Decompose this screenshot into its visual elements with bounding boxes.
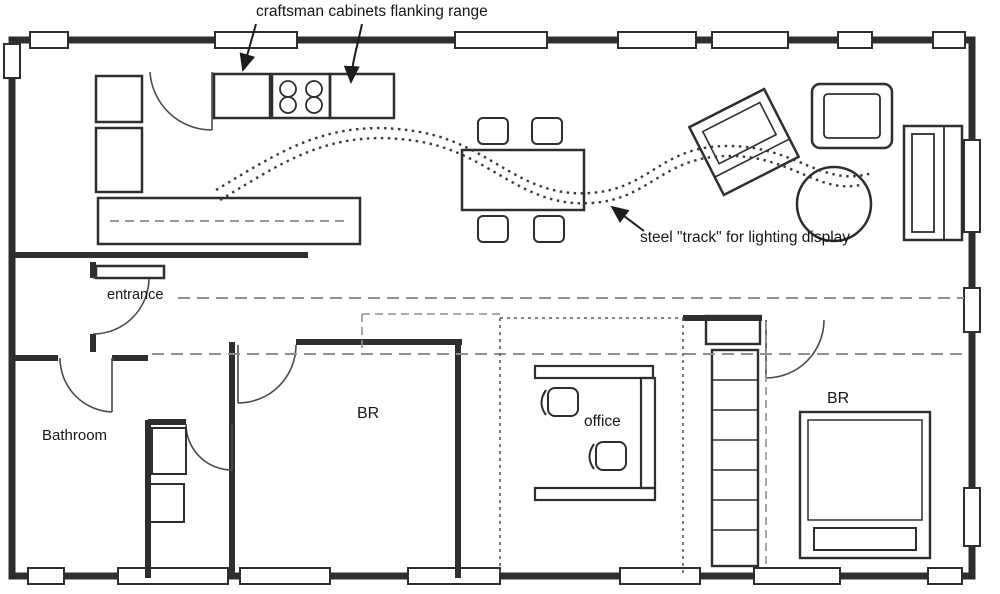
office-dotted-boundary <box>499 317 684 576</box>
track-annotation-label: steel "track" for lighting display <box>640 229 851 246</box>
track-arrow <box>610 205 645 232</box>
dining-table <box>460 148 586 212</box>
interior-walls <box>15 252 762 578</box>
bedroom-right-label: BR <box>827 390 850 407</box>
dining-chairs <box>477 117 565 243</box>
wall-unit <box>902 124 964 242</box>
annotation-arrows <box>239 23 645 232</box>
kitchen-cabinets <box>94 72 396 194</box>
kitchen-range <box>270 72 332 120</box>
kitchen-island <box>96 196 362 246</box>
office-chairs <box>540 387 627 471</box>
cabinets-annotation-label: craftsman cabinets flanking range <box>256 3 488 20</box>
cabinet-arrow-left <box>239 23 257 72</box>
office-desk <box>533 364 657 502</box>
outer-walls <box>8 36 976 580</box>
piano <box>687 87 801 197</box>
bed <box>798 410 932 560</box>
bathroom-label: Bathroom <box>42 427 108 444</box>
round-table <box>795 165 873 243</box>
ceiling-dashed-lines <box>152 297 964 355</box>
bedroom-left-label: BR <box>357 405 380 422</box>
cabinet-arrow-right <box>343 23 363 84</box>
lighting-track <box>215 126 873 205</box>
closet-unit <box>704 314 762 568</box>
bathroom-fixtures <box>149 427 187 523</box>
windows <box>3 31 981 585</box>
door-arcs <box>59 71 825 471</box>
entry-console <box>94 264 166 280</box>
entrance-label: entrance <box>107 287 164 303</box>
office-label: office <box>584 413 621 430</box>
armchair <box>810 82 894 150</box>
misc-dashed-lines <box>361 313 767 566</box>
